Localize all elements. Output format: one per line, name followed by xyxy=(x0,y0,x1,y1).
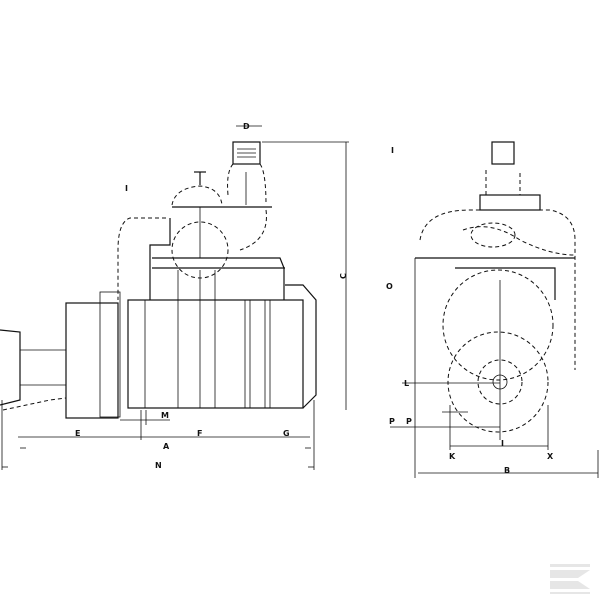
dim-label-e: E xyxy=(75,429,80,438)
dim-label-p1: P xyxy=(389,417,395,426)
dim-label-f: F xyxy=(197,429,202,438)
front-view-pump xyxy=(390,141,599,478)
dim-label-a: A xyxy=(163,442,170,451)
dim-label-l: L xyxy=(404,379,409,388)
dim-label-b: B xyxy=(504,466,510,475)
side-view-pump xyxy=(0,125,349,470)
dim-label-x: X xyxy=(547,452,554,461)
dim-label-i: I xyxy=(501,439,504,448)
label-i-side: I xyxy=(125,184,128,193)
brand-logo xyxy=(550,564,590,594)
dim-label-p2: P xyxy=(406,417,412,426)
dim-label-d: D xyxy=(243,122,250,131)
label-i-front: I xyxy=(391,146,394,155)
dim-label-n: N xyxy=(155,461,162,470)
dim-label-m: M xyxy=(161,411,169,420)
dim-label-o: O xyxy=(386,282,393,291)
dim-label-g: G xyxy=(283,429,290,438)
outlet-flange xyxy=(232,141,261,165)
dim-label-c: C xyxy=(339,273,348,279)
gearbox xyxy=(65,302,119,419)
dim-label-k: K xyxy=(449,452,456,461)
pump-body xyxy=(127,299,304,409)
